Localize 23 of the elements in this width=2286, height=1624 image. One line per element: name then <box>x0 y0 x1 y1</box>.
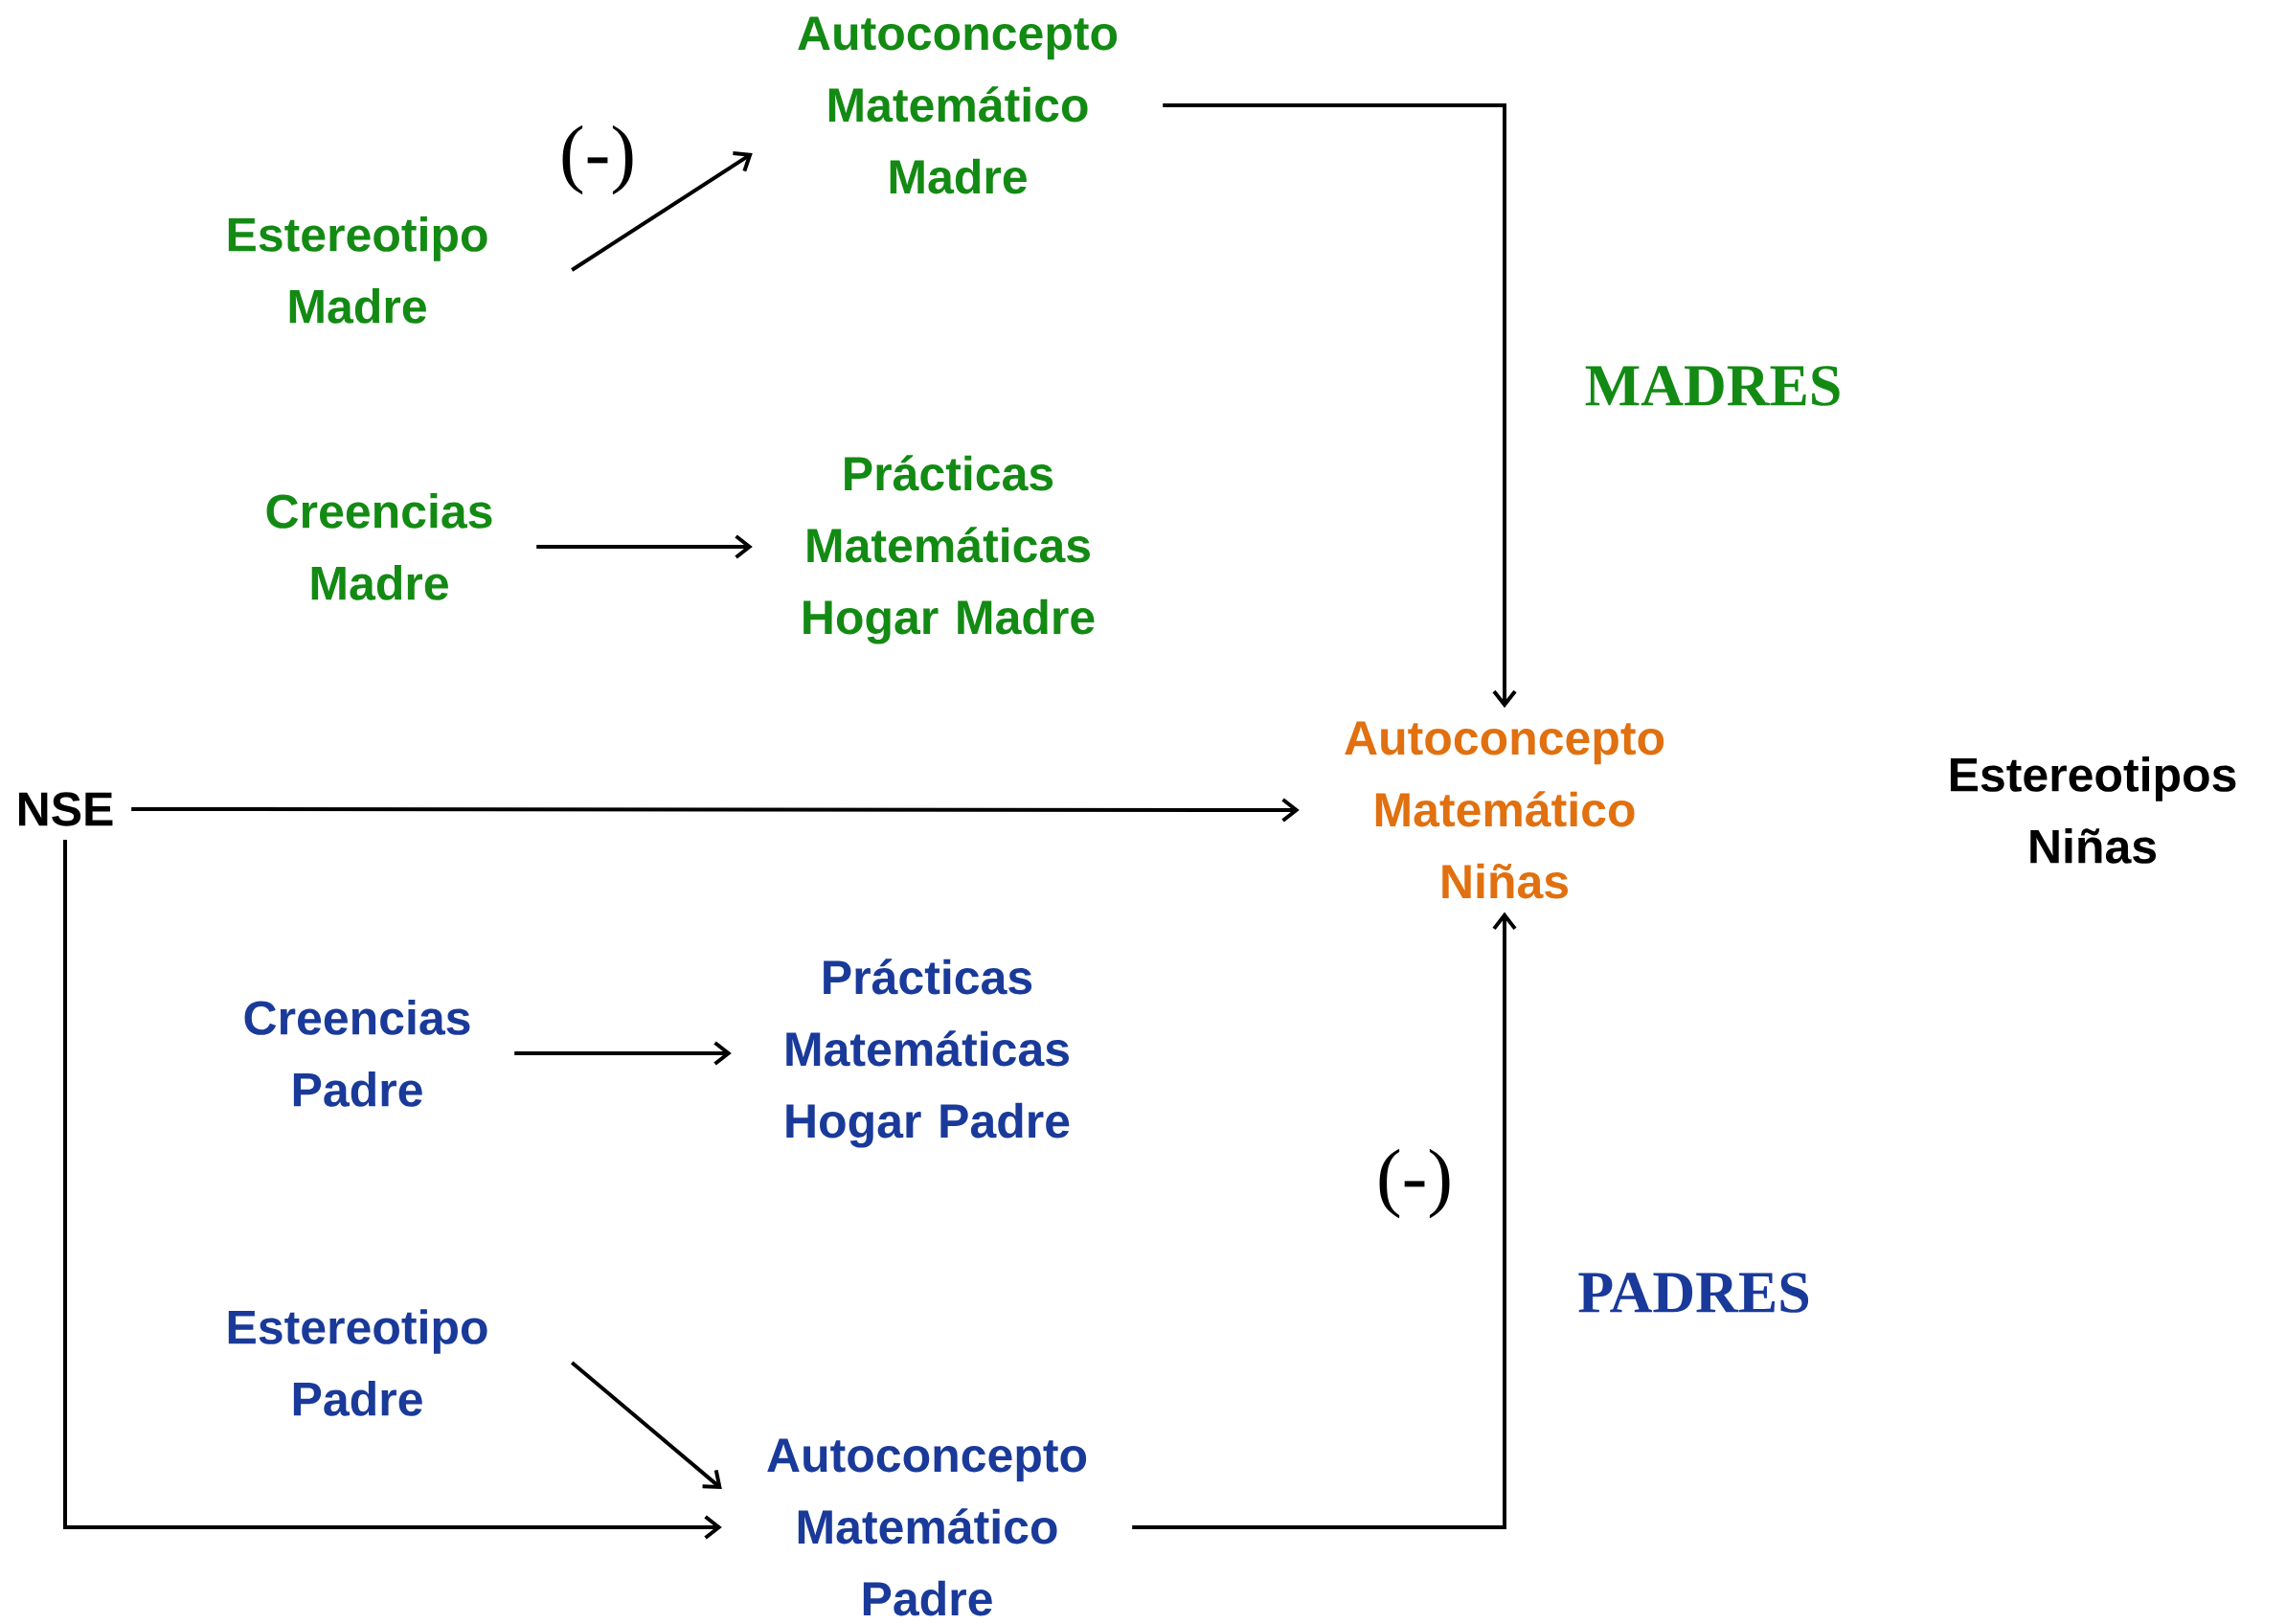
node-label: Autoconcepto Matemático Padre <box>767 1438 1087 1616</box>
node-label: Prácticas Matemáticas Hogar Padre <box>786 959 1070 1148</box>
node-label: Prácticas Matemáticas Hogar Madre <box>803 455 1095 644</box>
arrow <box>1132 912 1517 1529</box>
node-label: Estereotipo Madre <box>228 216 487 324</box>
node-label: Creencias Madre <box>266 493 492 600</box>
arrow <box>570 1361 722 1489</box>
node-label: NSE <box>18 792 113 826</box>
arrow <box>1163 103 1517 709</box>
group-label: MADRES <box>1585 366 1840 406</box>
arrow <box>63 839 722 1540</box>
node-label: Creencias Padre <box>244 1000 470 1107</box>
edge-label: (-) <box>562 124 633 195</box>
node-label: Estereotipo Padre <box>228 1309 487 1416</box>
arrow <box>514 1041 732 1066</box>
node-label: Autoconcepto Matemático Madre <box>798 16 1118 194</box>
arrow <box>131 798 1300 823</box>
node-label: Estereotipos Niñas <box>1950 756 2236 864</box>
arrow <box>536 534 753 559</box>
edge-label: (-) <box>1379 1148 1450 1219</box>
node-label: Autoconcepto Matemático Niñas <box>1345 721 1664 899</box>
group-label: PADRES <box>1578 1273 1809 1313</box>
arrow <box>571 151 753 272</box>
